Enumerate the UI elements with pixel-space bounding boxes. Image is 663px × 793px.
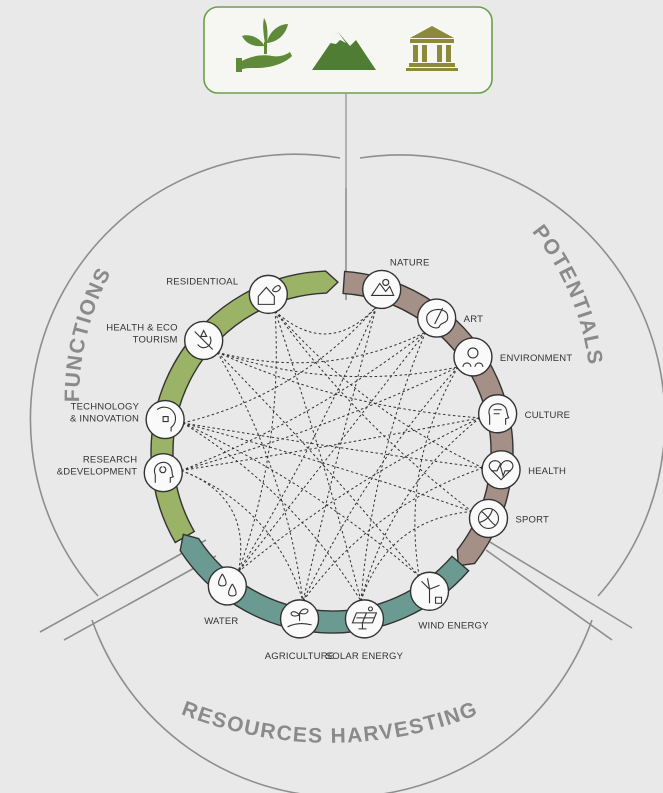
house-plant-icon xyxy=(257,285,281,305)
sport-ball-icon xyxy=(477,507,500,529)
link-line xyxy=(180,470,304,602)
wind-turbine-icon xyxy=(421,578,443,604)
link-line xyxy=(302,306,377,602)
link-line xyxy=(274,310,362,602)
link-line xyxy=(182,422,484,469)
link-line xyxy=(182,422,473,512)
link-line xyxy=(360,417,481,602)
node-label-water: WATER xyxy=(204,616,238,627)
link-line xyxy=(216,351,420,577)
links-layer xyxy=(180,306,484,602)
link-line xyxy=(274,310,473,512)
divider-right xyxy=(469,529,633,629)
node-research xyxy=(143,453,183,493)
potentials-outline xyxy=(359,154,663,597)
node-eco-tourism xyxy=(183,320,224,361)
link-line xyxy=(180,470,242,572)
research-head-icon xyxy=(153,461,175,483)
node-wind xyxy=(409,571,450,611)
link-line xyxy=(237,306,377,573)
node-solar xyxy=(344,599,385,639)
link-line xyxy=(238,331,426,573)
node-label-residential: RESIDENTIOAL xyxy=(166,276,238,287)
link-line xyxy=(182,306,377,424)
node-environment xyxy=(453,337,493,377)
environment-icon xyxy=(462,347,484,368)
mountain-icon xyxy=(312,32,376,70)
hand-plant-icon xyxy=(236,18,292,72)
resources-outline xyxy=(91,619,593,793)
potentials-title: POTENTIALS xyxy=(528,221,607,367)
node-label-culture: CULTURE xyxy=(525,410,571,421)
link-line xyxy=(217,351,459,378)
link-line xyxy=(274,306,377,335)
link-line xyxy=(181,417,481,472)
node-label-health: HEALTH xyxy=(528,466,566,477)
link-line xyxy=(274,310,484,469)
node-nature xyxy=(362,269,402,310)
node-label-wind: WIND ENERGY xyxy=(418,620,489,631)
node-sport xyxy=(468,498,509,539)
water-drops-icon xyxy=(218,573,237,597)
link-line xyxy=(360,510,472,602)
node-label-nature: NATURE xyxy=(390,257,430,268)
palette-icon xyxy=(426,307,449,329)
node-label-technology: TECHNOLOGY& INNOVATION xyxy=(70,402,140,425)
link-line xyxy=(217,351,481,419)
link-line xyxy=(238,417,481,573)
solar-panel-icon xyxy=(351,606,378,630)
link-line xyxy=(180,331,426,471)
top-icon-box xyxy=(203,6,493,94)
node-label-solar: SOLAR ENERGY xyxy=(326,651,404,662)
nature-icon xyxy=(370,278,395,296)
node-label-sport: SPORT xyxy=(515,514,549,525)
culture-head-icon xyxy=(488,403,510,425)
node-label-agriculture: AGRICULTURE xyxy=(265,651,335,662)
node-water xyxy=(207,566,248,606)
heart-pulse-icon xyxy=(488,460,514,481)
link-line xyxy=(180,366,459,472)
functions-outline xyxy=(29,153,341,597)
tourism-icon xyxy=(194,329,214,350)
resources-title: RESOURCES HARVESTING xyxy=(179,697,482,748)
node-label-art: ART xyxy=(464,314,483,325)
tech-hand-icon xyxy=(156,406,177,432)
node-residential xyxy=(248,274,289,315)
link-line xyxy=(182,422,362,602)
divider-left xyxy=(39,539,207,633)
link-line xyxy=(302,366,459,602)
node-technology xyxy=(145,399,185,440)
link-line xyxy=(217,331,426,364)
node-culture xyxy=(477,394,518,434)
link-line xyxy=(414,366,459,577)
link-line xyxy=(237,311,277,572)
link-line xyxy=(360,332,427,602)
node-label-research: RESEARCH&DEVELOPMENT xyxy=(57,455,138,478)
seedling-hand-icon xyxy=(287,608,312,628)
node-agriculture xyxy=(279,599,320,639)
node-health xyxy=(481,450,521,490)
link-line xyxy=(182,422,420,577)
node-art xyxy=(416,298,457,338)
section-outline xyxy=(29,153,663,793)
institution-icon xyxy=(406,26,458,71)
link-line xyxy=(216,352,304,602)
node-label-environment: ENVIRONMENT xyxy=(500,353,572,364)
